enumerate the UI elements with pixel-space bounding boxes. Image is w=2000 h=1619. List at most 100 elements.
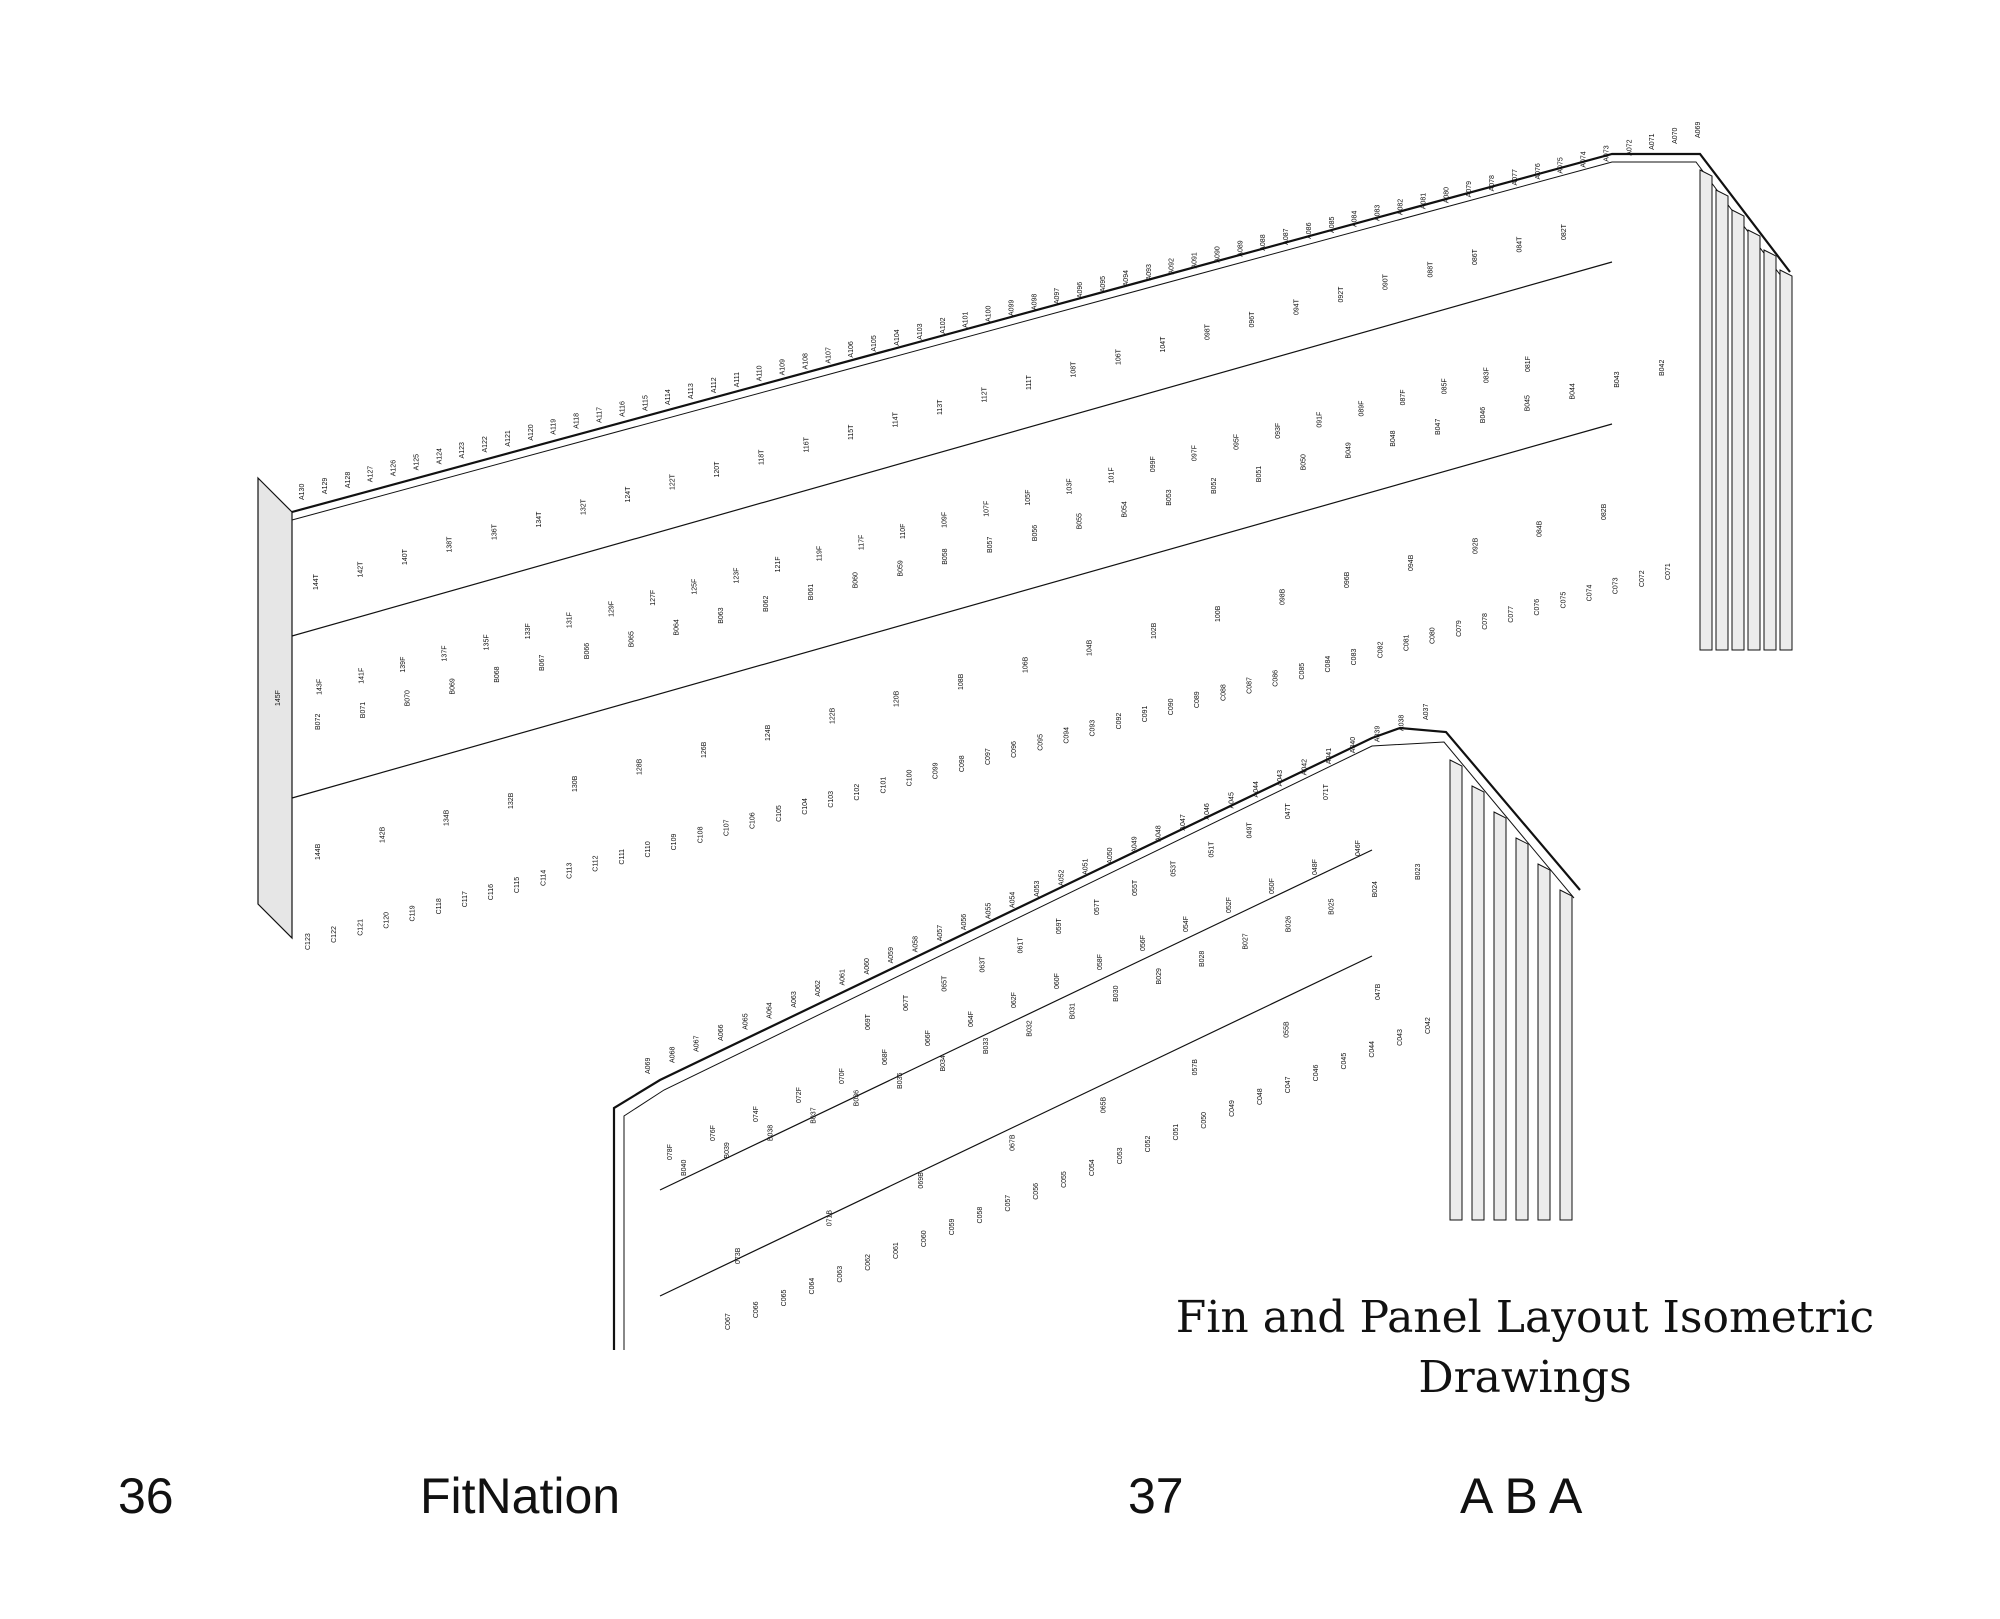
fin-bottom-label: C073 (1613, 577, 1620, 594)
fin-bottom-label: C107 (723, 819, 730, 836)
fin-tag-mid: 078F (667, 1144, 674, 1160)
panel-tag-b: B043 (1614, 371, 1621, 387)
fin-tag-mid: 139F (400, 657, 407, 673)
fin-tag-bottom: 067B (1009, 1134, 1016, 1151)
fin-bottom-label: C053 (1117, 1147, 1124, 1164)
fin-bottom-label: C083 (1351, 649, 1358, 666)
fin-tag-mid: 089F (1358, 401, 1365, 417)
fin-bottom-label: C092 (1116, 713, 1123, 730)
fin-top-label: A096 (1077, 282, 1084, 298)
fin-top-label: A044 (1253, 781, 1260, 797)
fin-tag-bottom: 120B (894, 690, 901, 707)
fin-tag-mid: 046F (1355, 840, 1362, 856)
fin-tag-bottom: 094B (1408, 554, 1415, 571)
fin-top-label: A047 (1180, 814, 1187, 830)
fin-tag-mid: 105F (1025, 490, 1032, 506)
fin-top-label: A062 (815, 980, 822, 996)
fin-bottom-label: C057 (1005, 1195, 1012, 1212)
fin-top-label: A089 (1237, 240, 1244, 256)
fin-bottom-label: C089 (1194, 691, 1201, 708)
fin-top-label: A075 (1558, 157, 1565, 173)
fin-tag-bottom: 057B (1192, 1059, 1199, 1076)
panel-tag-b: B054 (1121, 501, 1128, 517)
panel-tag-b: B023 (1415, 864, 1422, 880)
fin-top-label: A063 (791, 991, 798, 1007)
fin-top-label: A123 (459, 442, 466, 458)
fin-top-label: A110 (757, 365, 764, 381)
fin-top-label: A087 (1283, 228, 1290, 244)
panel-tag-b: B035 (897, 1072, 904, 1088)
fin-tag-mid: 143F (317, 679, 324, 695)
fin-top-label: A060 (864, 958, 871, 974)
fin-top-label: A077 (1512, 169, 1519, 185)
fin-tag-bottom: 134B (444, 809, 451, 826)
fin-bottom-label: C121 (357, 919, 364, 936)
fin-bottom-label: C118 (436, 898, 443, 914)
lower-low-rail (659, 955, 1373, 1297)
fin-top-label: A094 (1123, 270, 1130, 286)
fin-bottom-label: C071 (1665, 563, 1672, 580)
fin-top-label: A048 (1156, 825, 1163, 841)
fin-top-label: A111 (734, 372, 741, 387)
fin-tag-mid: 117F (858, 535, 865, 550)
fin-tag-bottom: 098B (1280, 588, 1287, 605)
fin-tag-bottom: 092B (1472, 537, 1479, 554)
fin-tag-mid: 127F (650, 590, 657, 606)
fin-bottom-label: C052 (1145, 1136, 1152, 1153)
fin-tag-mid: 109F (942, 512, 949, 528)
fin-top-label: A045 (1229, 792, 1236, 808)
fin-top-label: A041 (1326, 748, 1333, 764)
panel-tag-b: B067 (539, 655, 546, 671)
fin-bottom-label: C119 (410, 905, 417, 921)
fin-top-label: A091 (1192, 252, 1199, 268)
fin-tag-mid: 133F (525, 623, 532, 639)
fin-bottom-label: C102 (854, 784, 861, 801)
fin-tag-top: 051T (1209, 841, 1216, 858)
fin-tag-bottom: 106B (1022, 656, 1029, 673)
fin-bottom-label: C090 (1168, 698, 1175, 715)
fin-top-label: A039 (1374, 726, 1381, 742)
fin-tag-top: 132T (580, 498, 587, 515)
fin-top-label: A057 (937, 925, 944, 941)
fin-tag-bottom: 065B (1101, 1096, 1108, 1113)
fin-bottom-label: C066 (753, 1301, 760, 1318)
panel-tag-b: B050 (1301, 454, 1308, 470)
fin-tag-bottom: 142B (379, 826, 386, 843)
fin-tag-top: 116T (803, 436, 810, 452)
fin-bottom-label: C085 (1299, 663, 1306, 680)
panel-tag-b: B062 (763, 596, 770, 612)
panel-tag-b: B025 (1329, 898, 1336, 914)
fin-tag-bottom: 126B (701, 741, 708, 758)
end-fin (1699, 169, 1713, 651)
fin-bottom-label: C046 (1313, 1065, 1320, 1082)
fin-tag-mid: 119F (817, 546, 824, 561)
fin-bottom-label: C054 (1089, 1159, 1096, 1176)
fin-tag-mid: 062F (1011, 992, 1018, 1008)
panel-tag-b: B059 (897, 560, 904, 576)
end-fin (1559, 889, 1573, 1221)
end-fin (1731, 209, 1745, 651)
fin-top-label: A099 (1008, 300, 1015, 316)
fin-tag-top: 120T (714, 461, 721, 478)
fin-bottom-label: C113 (567, 863, 574, 879)
fin-bottom-label: C100 (907, 770, 914, 787)
end-fin (1715, 189, 1729, 651)
fin-tag-top: 055T (1132, 879, 1139, 896)
fin-bottom-label: C088 (1220, 684, 1227, 701)
fin-tag-top: 059T (1056, 917, 1063, 934)
fin-tag-top: 108T (1071, 361, 1078, 378)
fin-top-label: A108 (802, 353, 809, 369)
panel-tag-b: B064 (673, 619, 680, 635)
fin-tag-top: 057T (1094, 898, 1101, 915)
fin-top-label: A127 (368, 466, 375, 482)
panel-tag-b: B063 (718, 607, 725, 623)
panel-tag-b: B049 (1345, 442, 1352, 458)
fin-bottom-label: C067 (725, 1313, 732, 1330)
panel-tag-b: B045 (1525, 395, 1532, 411)
fin-bottom-label: C059 (949, 1218, 956, 1235)
fin-bottom-label: C081 (1403, 634, 1410, 651)
panel-tag-b: B026 (1285, 916, 1292, 932)
fin-bottom-label: C074 (1587, 585, 1594, 602)
fin-tag-top: 053T (1170, 860, 1177, 877)
